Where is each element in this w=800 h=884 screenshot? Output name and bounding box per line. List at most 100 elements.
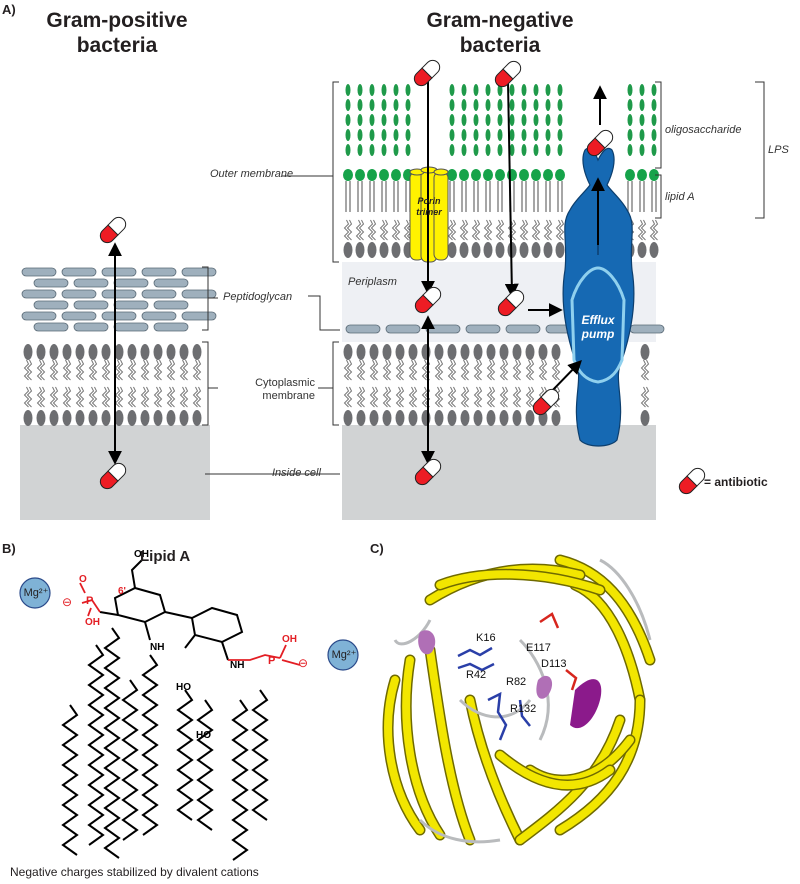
- lipid-tail: [502, 359, 509, 381]
- lipid-tail: [486, 219, 493, 241]
- lipid-head: [447, 410, 457, 426]
- periplasm-label: Periplasm: [348, 276, 397, 288]
- panel-b-caption: Negative charges stabilized by divalent …: [10, 865, 259, 879]
- legend-antibiotic-label: = antibiotic: [704, 475, 768, 489]
- oligosaccharide-sugar: [557, 144, 563, 156]
- oligosaccharide-sugar: [473, 129, 479, 141]
- oligosaccharide-sugar: [357, 129, 363, 141]
- inside-cell-label: Inside cell: [272, 467, 321, 479]
- lipid-a-head: [367, 169, 377, 181]
- lipid-tail: [372, 359, 379, 381]
- lipid-tail: [555, 219, 562, 241]
- lipid-a-head: [555, 169, 565, 181]
- lipid-head: [23, 344, 33, 360]
- lipid-head: [62, 344, 72, 360]
- svg-text:HO: HO: [196, 730, 211, 741]
- lipid-head: [88, 344, 98, 360]
- phosphate-groups: [79, 582, 301, 666]
- acyl-chain: [141, 654, 159, 836]
- antibiotic-capsule: [414, 458, 442, 486]
- lipid-head: [140, 410, 150, 426]
- lipid-tail: [49, 359, 56, 381]
- oligosaccharide-sugar: [651, 114, 657, 126]
- oligosaccharide-sugar: [627, 144, 633, 156]
- peptidoglycan-segment: [33, 278, 69, 288]
- lipid-tail: [463, 386, 470, 408]
- lipid-tail: [450, 219, 457, 241]
- lipid-tail: [355, 219, 362, 241]
- lipid-head: [499, 344, 509, 360]
- lipid-tail: [489, 359, 496, 381]
- lipid-tail: [370, 219, 377, 241]
- lipid-a-head: [355, 169, 365, 181]
- oligosaccharide-sugar: [651, 144, 657, 156]
- lipid-tail: [182, 386, 189, 408]
- lipid-tail: [166, 386, 173, 408]
- svg-text:HO: HO: [176, 682, 191, 693]
- inner-leaflet-head: [471, 242, 481, 258]
- residue-label-k16: K16: [476, 632, 496, 644]
- lipid-tail: [499, 386, 506, 408]
- lipid-tail: [78, 359, 85, 381]
- oligosaccharide-sugar: [393, 114, 399, 126]
- mg-ion-left: [19, 577, 51, 609]
- oligosaccharide-sugar: [405, 99, 411, 111]
- peptidoglycan-segment: [113, 300, 149, 310]
- lipid-head: [551, 344, 561, 360]
- oligosaccharide-sugar: [345, 99, 351, 111]
- lipid-tail: [88, 386, 95, 408]
- oligosaccharide-sugar: [521, 114, 527, 126]
- oligosaccharide-sugar: [381, 144, 387, 156]
- oligosaccharide-sugar: [521, 99, 527, 111]
- peptidoglycan-segment: [425, 324, 461, 334]
- lipid-head: [408, 410, 418, 426]
- lipid-tail: [538, 359, 545, 381]
- beta-strand: [436, 570, 604, 594]
- gram-negative-title: Gram-negative bacteria: [426, 9, 574, 57]
- lipid-tail: [403, 219, 410, 241]
- lipid-a-head: [343, 169, 353, 181]
- lipid-tail: [434, 386, 441, 408]
- lipid-tail: [75, 359, 82, 381]
- peptidoglycan-segment: [181, 311, 217, 321]
- sugar-rings: [99, 559, 244, 661]
- lipid-tail: [343, 219, 350, 241]
- capsule-white-half: [502, 60, 522, 80]
- lipid-head: [640, 344, 650, 360]
- alpha-helices: [418, 630, 602, 729]
- lipid-tail: [88, 359, 95, 381]
- lipid-tail: [398, 359, 405, 381]
- lipid-tail: [130, 359, 137, 381]
- capsule-red-half: [678, 475, 698, 495]
- svg-text:OH: OH: [85, 617, 100, 628]
- peptidoglycan-segment: [141, 267, 177, 277]
- lipid-tail: [367, 219, 374, 241]
- oligosaccharide-sugar: [369, 114, 375, 126]
- lipid-head: [421, 410, 431, 426]
- acyl-chain: [87, 644, 105, 846]
- svg-text:O: O: [79, 574, 87, 585]
- lipid-tail: [39, 386, 46, 408]
- lipid-tail: [359, 386, 366, 408]
- lipid-a-head: [637, 169, 647, 181]
- lipid-tail: [510, 219, 517, 241]
- oligosaccharide-sugar: [449, 84, 455, 96]
- peptidoglycan-segment: [113, 278, 149, 288]
- oligosaccharide-sugar: [461, 114, 467, 126]
- beta-strand: [496, 751, 614, 789]
- lipid-tail: [156, 386, 163, 408]
- oligosaccharide-sugar: [461, 84, 467, 96]
- side-chains: [457, 612, 578, 741]
- acyl-chain: [121, 679, 139, 841]
- inner-leaflet-head: [649, 242, 659, 258]
- lipid-tail: [169, 359, 176, 381]
- lipid-tail: [382, 219, 389, 241]
- oligosaccharide-sugar: [533, 99, 539, 111]
- inner-leaflet-head: [447, 242, 457, 258]
- peptidoglycan-segment: [141, 311, 177, 321]
- acyl-chain: [61, 704, 79, 856]
- lipid-tail: [486, 359, 493, 381]
- oligosaccharide-sugar: [369, 99, 375, 111]
- lipid-tail: [408, 359, 415, 381]
- capsule-white-half: [107, 462, 127, 482]
